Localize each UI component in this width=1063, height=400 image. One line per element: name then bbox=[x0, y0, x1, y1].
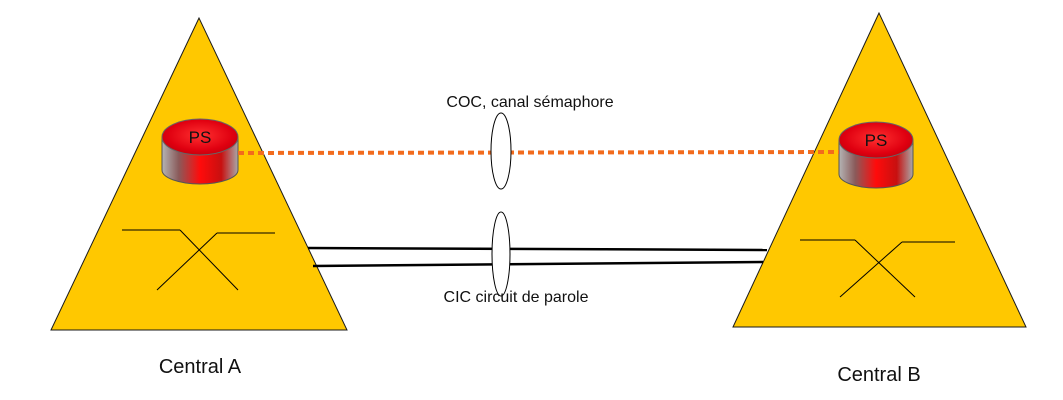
switch-matrix-icon bbox=[122, 229, 275, 291]
exchange-b-name: Central B bbox=[837, 364, 920, 386]
ps-node-a: PS bbox=[161, 118, 239, 185]
switch-matrix-icon bbox=[800, 239, 955, 298]
signaling-link-label: COC, canal sémaphore bbox=[446, 94, 613, 111]
exchange-central-b: PS Central B bbox=[732, 11, 1027, 386]
voice-circuit-link bbox=[307, 246, 768, 268]
ps-node-b: PS bbox=[838, 121, 914, 189]
exchange-central-a: PS Central A bbox=[50, 16, 348, 378]
ps-node-b-top bbox=[838, 121, 914, 159]
signaling-link-bundle-marker bbox=[490, 112, 512, 190]
exchange-a-name: Central A bbox=[159, 356, 242, 378]
voice-circuit-bundle-marker bbox=[491, 211, 511, 297]
ps-node-a-label: PS bbox=[189, 128, 212, 147]
ps-node-b-label: PS bbox=[865, 131, 888, 150]
voice-circuit-label: CIC circuit de parole bbox=[444, 289, 589, 306]
ps-node-a-top bbox=[161, 118, 239, 156]
signaling-link bbox=[237, 150, 840, 155]
